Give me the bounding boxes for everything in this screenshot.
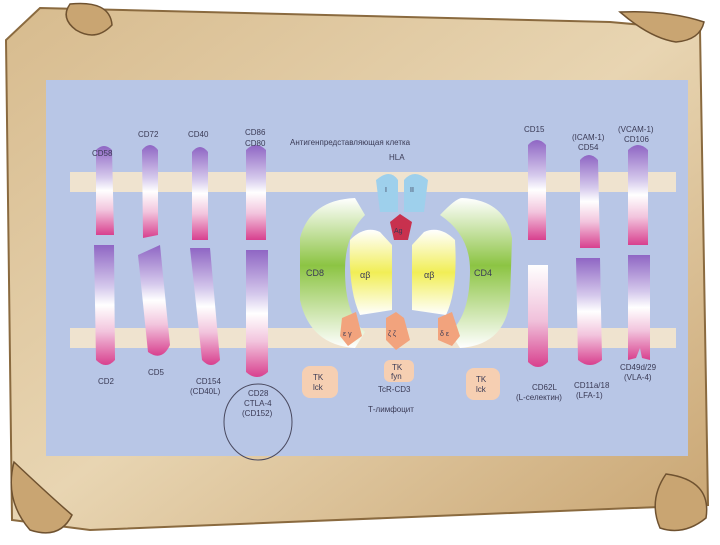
cd62l-molecule	[528, 265, 548, 367]
tk-fyn-label-a: TK	[392, 363, 403, 372]
cd15-label: CD15	[524, 125, 545, 134]
apc-title-label: Антигенпредставляющая клетка	[290, 138, 411, 147]
cd4-label: CD4	[474, 268, 492, 278]
tk-fyn-label-b: fyn	[391, 372, 402, 381]
hla-label: HLA	[389, 153, 405, 162]
cd3-mid-label: ζ ζ	[388, 331, 396, 338]
icam1-molecule	[580, 155, 600, 248]
cd80-label: CD80	[245, 139, 266, 148]
tk-lck-left-label-a: TK	[313, 373, 324, 382]
cd3-le-label: ε γ	[343, 331, 352, 338]
tk-lck-right-label-b: lck	[476, 385, 487, 394]
hla-ii-label: II	[410, 187, 414, 194]
cd2-cd58-pair	[94, 146, 115, 365]
lfa1-label: (LFA-1)	[576, 391, 603, 400]
cd152-label: (CD152)	[242, 409, 273, 418]
ctla4-label: CTLA-4	[244, 399, 272, 408]
cd106-label: CD106	[624, 135, 649, 144]
cd86-cd80-molecule	[246, 145, 266, 240]
cd28-molecule	[246, 250, 268, 377]
cd3-re-label: δ ε	[440, 331, 449, 338]
cd8-label: CD8	[306, 268, 324, 278]
icam1-label: (ICAM-1)	[572, 133, 605, 142]
cd72-molecule	[142, 145, 158, 238]
tk-lck-right-label-a: TK	[476, 375, 487, 384]
cd2-molecule	[94, 245, 115, 365]
cd40-label: CD40	[188, 130, 209, 139]
tcr-cd3-label: TcR-CD3	[378, 385, 411, 394]
lfa1-molecule	[576, 258, 602, 365]
cd49d29-label: CD49d/29	[620, 363, 657, 372]
tk-lck-left-label-b: lck	[313, 383, 324, 392]
cd86-label: CD86	[245, 128, 266, 137]
hla-class-ii	[404, 174, 428, 212]
tcr-ab-right-label: αβ	[424, 270, 434, 280]
cd58-label: CD58	[92, 149, 113, 158]
cd40l-label: (CD40L)	[190, 387, 221, 396]
l-selectin-label: (L-селектин)	[516, 393, 562, 402]
cd11a18-label: CD11a/18	[574, 381, 610, 390]
tk-lck-right	[466, 368, 500, 400]
vcam1-label: (VCAM-1)	[618, 125, 654, 134]
cd58-molecule	[96, 146, 114, 235]
cd154-label: CD154	[196, 377, 221, 386]
t-cell-label: Т-лимфоцит	[368, 405, 414, 414]
cd2-label: CD2	[98, 377, 115, 386]
cd5-label: CD5	[148, 368, 165, 377]
cd72-label: CD72	[138, 130, 159, 139]
cd15-molecule	[528, 140, 546, 240]
vla4-label: (VLA-4)	[624, 373, 652, 382]
cd28-label: CD28	[248, 389, 269, 398]
hla-i-label: I	[385, 187, 387, 194]
hla-class-i	[376, 174, 398, 212]
cd62l-label: CD62L	[532, 383, 557, 392]
ag-label: Ag	[394, 228, 403, 235]
tcr-ab-left	[350, 230, 392, 315]
tcr-ab-left-label: αβ	[360, 270, 370, 280]
cd54-label: CD54	[578, 143, 599, 152]
vla4-molecule	[628, 255, 650, 360]
tk-lck-left	[302, 366, 338, 398]
vcam1-molecule	[628, 145, 648, 245]
cd40-molecule	[192, 147, 208, 240]
cd28-cd80-pair	[246, 145, 268, 377]
